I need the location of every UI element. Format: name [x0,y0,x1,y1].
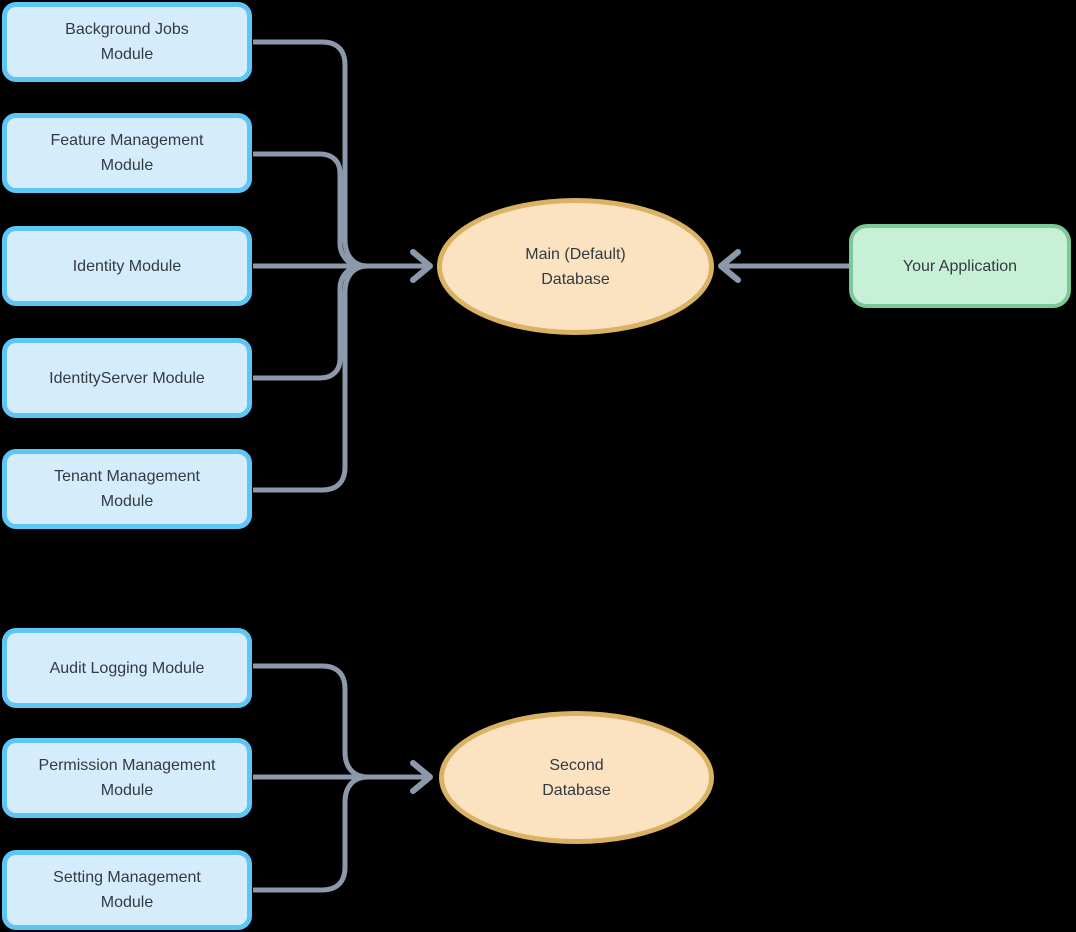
db-label-line2: Database [542,781,611,799]
edge-audit-logging-to-second-db [253,663,384,780]
node-label: IdentityServer Module [49,369,205,387]
arrowhead-left-main-db-icon [718,249,741,283]
node-permission-management-module: Permission Management Module [2,738,252,818]
node-identity-module: Identity Module [2,226,252,306]
db-label-line2: Database [541,270,610,288]
edge-setting-management-to-second-db [253,774,369,893]
node-label: Background Jobs Module [65,21,189,63]
node-label: Identity Module [72,257,182,275]
node-audit-logging-module: Audit Logging Module [2,628,252,708]
node-label: Tenant Management Module [54,468,200,510]
node-second-database: Second Database [439,711,714,844]
node-label: Permission Management Module [38,757,216,799]
node-label: Your Application [902,257,1018,275]
edge-tenant-management-to-main-db [253,263,384,493]
node-identityserver-module: IdentityServer Module [2,338,252,418]
node-label: Feature Management Module [50,132,204,174]
node-main-default-database: Main (Default) Database [437,198,714,335]
edge-identityserver-to-main-db [253,263,363,381]
edge-background-jobs-to-main-db [253,39,384,269]
db-label-line1: Main (Default) [525,245,626,263]
node-setting-management-module: Setting Management Module [2,850,252,930]
node-feature-management-module: Feature Management Module [2,113,252,193]
node-tenant-management-module: Tenant Management Module [2,449,252,529]
node-label: Setting Management Module [53,869,201,911]
node-label: Audit Logging Module [49,659,205,677]
node-your-application: Your Application [849,224,1071,308]
edge-feature-management-to-main-db [253,151,363,269]
arrowhead-right-second-db-icon [410,760,433,794]
db-label-line1: Second [549,756,604,774]
node-background-jobs-module: Background Jobs Module [2,2,252,82]
arrowhead-right-main-db-icon [410,249,433,283]
